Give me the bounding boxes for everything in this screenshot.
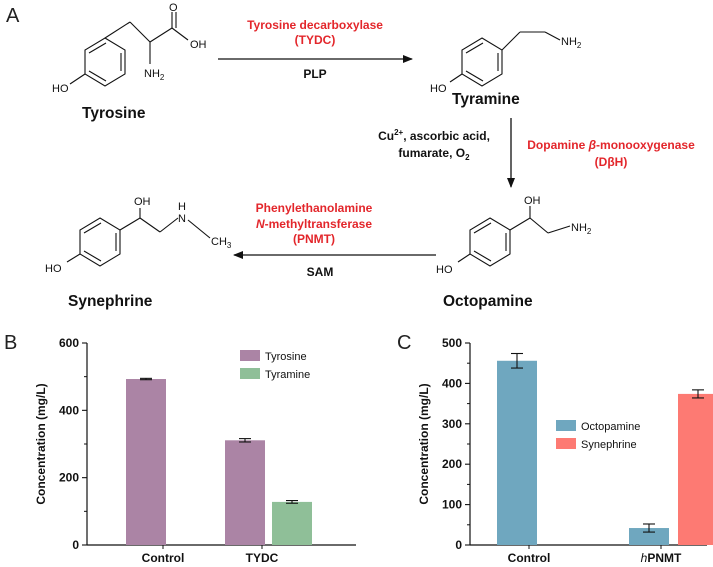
step3-cofactor: SAM	[307, 265, 334, 279]
synephrine-n: N	[178, 213, 186, 225]
y-tick-label: 100	[442, 498, 462, 512]
legend-label-octopamine: Octopamine	[581, 421, 640, 433]
svg-text:fumarate, O2: fumarate, O2	[398, 146, 470, 162]
tyramine-ho: HO	[430, 83, 447, 95]
octopamine-name: Octopamine	[443, 293, 533, 310]
legend-swatch-octopamine	[556, 420, 576, 431]
y-tick-label: 600	[59, 336, 79, 350]
y-tick-label: 500	[442, 336, 462, 350]
step2-enzyme-line2: (DβH)	[595, 155, 628, 169]
legend-swatch-synephrine	[556, 438, 576, 449]
tyrosine-ho: HO	[52, 83, 69, 95]
octopamine-ho: HO	[436, 264, 453, 276]
tyramine-nh2-sub: 2	[577, 41, 582, 50]
legend-swatch-tyramine	[240, 368, 260, 379]
y-tick-label: 200	[442, 457, 462, 471]
svg-text:N-methyltransferase: N-methyltransferase	[256, 217, 372, 231]
tyrosine-oh: OH	[190, 39, 207, 51]
y-tick-label: 200	[59, 471, 79, 485]
svg-text:NH2: NH2	[561, 36, 582, 50]
synephrine-ch3: CH	[211, 236, 227, 248]
synephrine-name: Synephrine	[68, 293, 153, 310]
step2-cof-line1-b: , ascorbic acid,	[403, 129, 490, 143]
step3-enzyme-n: N	[256, 217, 265, 231]
y-tick-label: 0	[455, 538, 462, 552]
x-tick-label: Control	[142, 551, 185, 565]
svg-text:NH2: NH2	[571, 222, 592, 236]
svg-text:Cu2+, ascorbic acid,: Cu2+, ascorbic acid,	[378, 128, 490, 143]
bar-tyrosine-1	[225, 440, 265, 545]
synephrine-ch3-sub: 3	[227, 241, 232, 250]
step3-enzyme-line1: Phenylethanolamine	[256, 201, 373, 215]
panel-label-b: B	[4, 332, 17, 354]
legend-swatch-tyrosine	[240, 350, 260, 361]
x-tick-label: hPNMT	[641, 551, 682, 565]
synephrine-ho: HO	[45, 263, 62, 275]
step1-cofactor: PLP	[303, 67, 326, 81]
octopamine-nh2-sub: 2	[587, 227, 592, 236]
legend-label-tyrosine: Tyrosine	[265, 351, 307, 363]
svg-text:CH3: CH3	[211, 236, 232, 250]
synephrine-oh: OH	[134, 196, 151, 208]
y-tick-label: 400	[442, 376, 462, 390]
bar-tyrosine-0	[126, 379, 166, 545]
tyrosine-nh2-sub: 2	[160, 73, 165, 82]
panel-label-c: C	[397, 332, 411, 354]
bar-synephrine-1	[678, 393, 713, 545]
step2-cof-line2-a: fumarate, O	[398, 146, 465, 160]
step2-cof-line1-a: Cu	[378, 129, 394, 143]
tyrosine-name: Tyrosine	[82, 105, 146, 122]
legend-label-tyramine: Tyramine	[265, 369, 310, 381]
synephrine-structure: HO OH N H CH3 Synephrine	[45, 196, 232, 310]
legend-label-synephrine: Synephrine	[581, 439, 637, 451]
step2-enzyme-post: -monooxygenase	[596, 138, 695, 152]
tyrosine-nh2: NH	[144, 68, 160, 80]
tyrosine-structure: HO O OH NH2 Tyrosine	[52, 2, 207, 122]
y-tick-label: 300	[442, 417, 462, 431]
tyramine-nh2: NH	[561, 36, 577, 48]
step1-enzyme-line2: (TYDC)	[295, 33, 336, 47]
bar-octopamine-0	[497, 360, 537, 545]
step1-enzyme-line1: Tyrosine decarboxylase	[247, 18, 383, 32]
octopamine-oh: OH	[524, 195, 541, 207]
y-axis-label: Concentration (mg/L)	[417, 383, 431, 504]
step2-cof-line1-sup: 2+	[394, 128, 403, 137]
step3-enzyme-line3: (PNMT)	[293, 232, 335, 246]
y-tick-label: 0	[72, 538, 79, 552]
svg-text:Dopamine β-monooxygenase: Dopamine β-monooxygenase	[527, 138, 695, 152]
bar-tyramine-1	[272, 501, 312, 545]
x-tick-label: TYDC	[246, 551, 279, 565]
synephrine-h: H	[178, 201, 186, 213]
octopamine-nh2: NH	[571, 222, 587, 234]
panel-label-a: A	[6, 5, 20, 27]
x-tick-label: Control	[508, 551, 551, 565]
bar-octopamine-1	[629, 528, 669, 545]
y-axis-label: Concentration (mg/L)	[34, 383, 48, 504]
tyrosine-o: O	[169, 2, 178, 14]
step2-cof-line2-sub: 2	[465, 153, 470, 162]
y-tick-label: 400	[59, 403, 79, 417]
svg-text:NH2: NH2	[144, 68, 165, 82]
tyramine-structure: HO NH2 Tyramine	[430, 31, 582, 108]
tyramine-name: Tyramine	[452, 91, 520, 108]
octopamine-structure: HO OH NH2 Octopamine	[436, 195, 592, 310]
step2-enzyme-beta: β	[588, 138, 597, 152]
step3-enzyme-line2: -methyltransferase	[265, 217, 373, 231]
step2-enzyme-pre: Dopamine	[527, 138, 588, 152]
